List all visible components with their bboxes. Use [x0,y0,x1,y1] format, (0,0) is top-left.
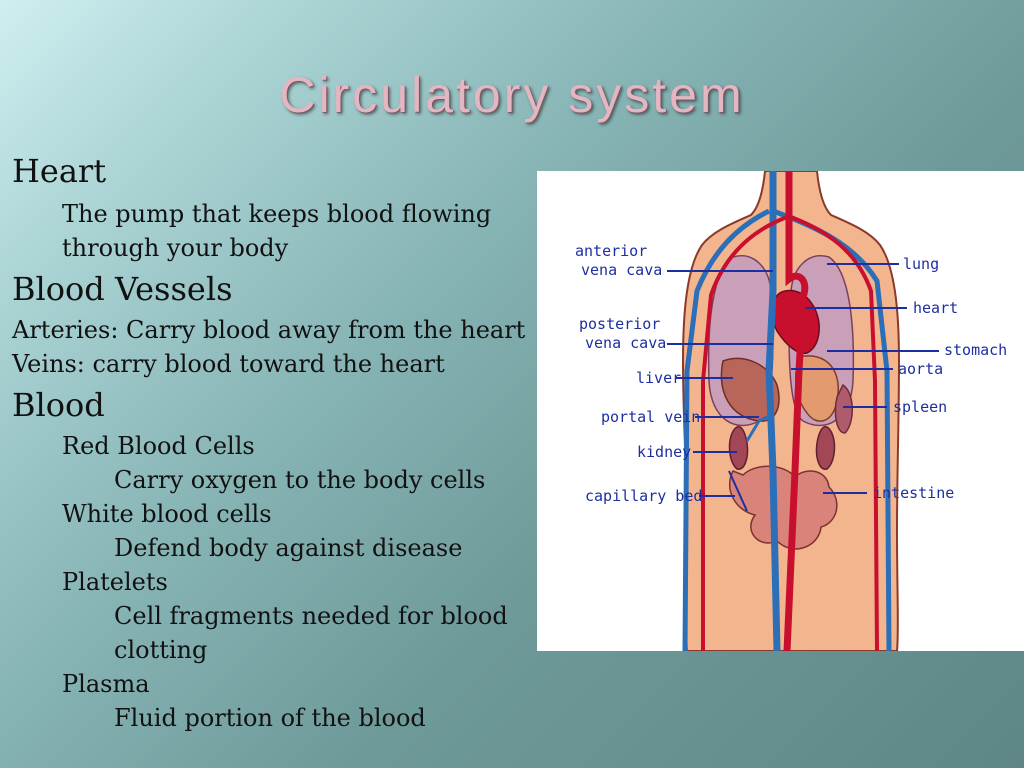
liver-organ [720,357,780,422]
anatomy-illustration [667,171,939,651]
label-spleen: spleen [893,398,948,416]
label-heart: heart [913,299,959,317]
label-posterior-vena-cava-line-2: vena cava [585,334,667,352]
arm-vein-left [682,208,771,651]
label-lung: lung [903,255,940,273]
label-stomach: stomach [944,341,1008,359]
aorta [783,171,809,651]
white-blood-cells-description: Defend body against disease [114,534,463,562]
label-intestine: intestine [873,484,955,502]
platelets-description-line-2: clotting [114,636,208,664]
spleen-organ [834,383,853,434]
white-blood-cells: White blood cells [62,500,272,528]
label-posterior-vena-cava-line-1: posterior [579,315,661,333]
arm-artery-right [790,215,879,651]
platelets: Platelets [62,568,168,596]
label-pointers [667,263,939,512]
label-kidney: kidney [637,443,692,461]
vena-cava [765,171,781,651]
veins-text: Veins: carry blood toward the heart [12,350,445,378]
red-blood-cells-description: Carry oxygen to the body cells [114,466,486,494]
heading-heart: Heart [12,152,107,190]
heart-description-line-1: The pump that keeps blood flowing [62,200,492,228]
arteries-text: Arteries: Carry blood away from the hear… [12,316,526,344]
plasma-description: Fluid portion of the blood [114,704,426,732]
label-liver: liver [636,369,682,387]
label-capillary-bed: capillary bed [585,487,703,505]
heading-blood: Blood [12,386,105,424]
label-anterior-vena-cava-line-1: anterior [575,242,648,260]
heading-blood-vessels: Blood Vessels [12,270,233,308]
right-kidney [815,425,836,470]
arm-artery-left [701,215,788,651]
label-anterior-vena-cava-line-2: vena cava [581,261,663,279]
circulatory-diagram: anterior vena cava posterior vena cava l… [537,171,1024,651]
left-kidney [728,425,749,470]
plasma: Plasma [62,670,150,698]
label-aorta: aorta [898,360,944,378]
slide-title: Circulatory system [279,67,745,123]
portal-vein [745,413,772,442]
heart-description-line-2: through your body [62,234,289,262]
red-blood-cells: Red Blood Cells [62,432,255,460]
label-portal-vein: portal vein [601,408,701,426]
platelets-description-line-1: Cell fragments needed for blood [114,602,508,630]
